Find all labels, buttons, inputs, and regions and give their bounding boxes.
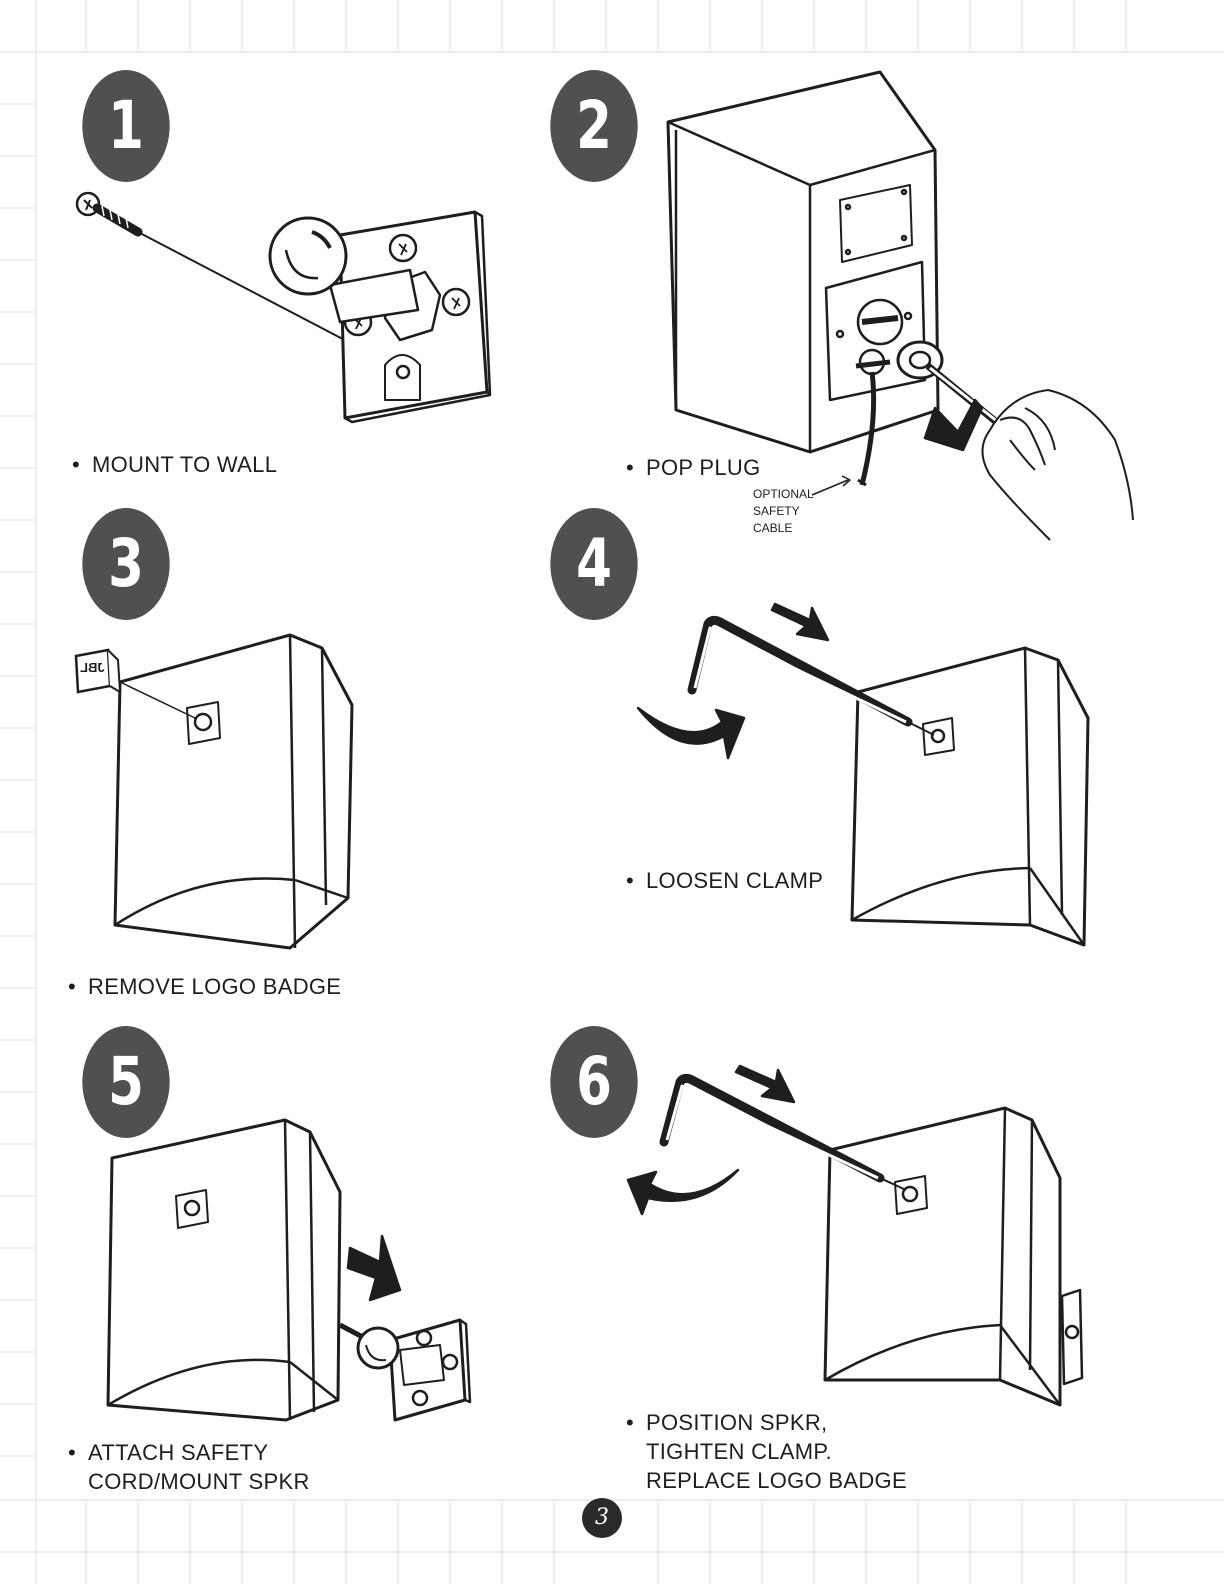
page-number: 3 [582, 1498, 622, 1538]
step-6-text-line: REPLACE LOGO BADGE [646, 1468, 907, 1493]
step-6-text-line: TIGHTEN CLAMP. [646, 1439, 832, 1464]
step-6-caption: •POSITION SPKR, TIGHTEN CLAMP. REPLACE L… [626, 1408, 907, 1495]
step-6-text-line: POSITION SPKR, [646, 1410, 827, 1435]
bullet: • [626, 1408, 646, 1437]
